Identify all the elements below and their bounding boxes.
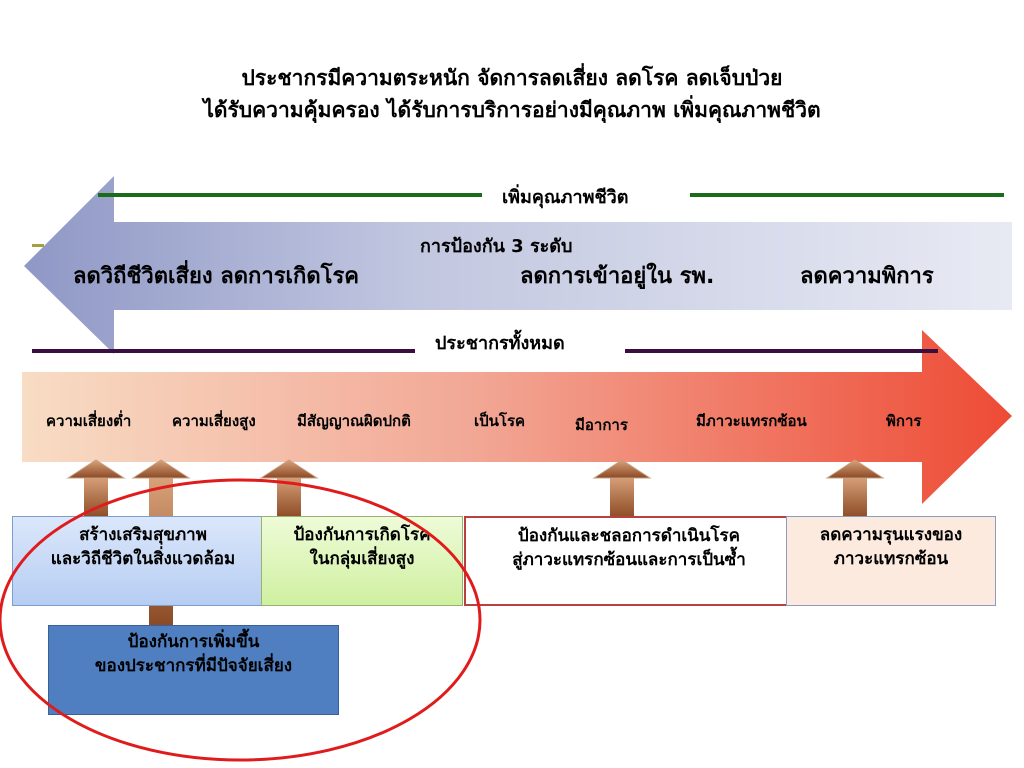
title-line-1: ประชากรมีความตระหนัก จัดการลดเสี่ยง ลดโร… bbox=[241, 66, 783, 90]
box-reduce-severity: ลดความรุนแรงของ ภาวะแทรกซ้อน bbox=[786, 516, 996, 606]
box-health-promotion: สร้างเสริมสุขภาพ และวิถีชีวิตในสิ่งแวดล้… bbox=[12, 516, 274, 606]
stage-disease: เป็นโรค bbox=[474, 412, 526, 430]
stage-complications: มีภาวะแทรกซ้อน bbox=[696, 412, 807, 430]
title-line-2: ได้รับความคุ้มครอง ได้รับการบริการอย่างม… bbox=[203, 98, 821, 122]
stage-low-risk: ความเสี่ยงต่ำ bbox=[46, 412, 132, 430]
up-arrow-3 bbox=[259, 459, 319, 518]
box-prevent-progression-line-2: สู่ภาวะแทรกซ้อนและการเป็นซ้ำ bbox=[512, 550, 746, 570]
quality-line-right bbox=[690, 193, 1004, 197]
population-line-right bbox=[625, 349, 938, 353]
box-prevent-progression-line-1: ป้องกันและชลอการดำเนินโรค bbox=[517, 526, 741, 546]
box-prevent-increase-line-1: ป้องกันการเพิ่มขึ้น bbox=[127, 632, 260, 652]
box-prevent-progression: ป้องกันและชลอการดำเนินโรค สู่ภาวะแทรกซ้อ… bbox=[464, 516, 794, 606]
box-health-promotion-line-1: สร้างเสริมสุขภาพ bbox=[79, 525, 207, 545]
prevention-heading: การป้องกัน 3 ระดับ bbox=[420, 236, 573, 257]
up-arrow-5 bbox=[825, 459, 885, 518]
population-line-left bbox=[32, 349, 415, 353]
box-reduce-severity-line-1: ลดความรุนแรงของ bbox=[819, 525, 963, 545]
quality-label: เพิ่มคุณภาพชีวิต bbox=[502, 187, 629, 208]
prevention-item-1: ลดวิถีชีวิตเสี่ยง ลดการเกิดโรค bbox=[73, 264, 359, 289]
stage-high-risk: ความเสี่ยงสูง bbox=[172, 412, 256, 430]
stage-symptoms: มีอาการ bbox=[575, 416, 628, 434]
box-health-promotion-line-2: และวิถีชีวิตในสิ่งแวดล้อม bbox=[50, 549, 236, 569]
box-prevent-increase: ป้องกันการเพิ่มขึ้น ของประชากรที่มีปัจจั… bbox=[48, 625, 339, 715]
stage-disability: พิการ bbox=[886, 412, 922, 430]
box-reduce-severity-line-2: ภาวะแทรกซ้อน bbox=[833, 549, 949, 569]
quality-line-left bbox=[98, 193, 482, 197]
box-prevent-high-risk: ป้องกันการเกิดโรค ในกลุ่มเสี่ยงสูง bbox=[261, 516, 463, 606]
box-prevent-high-risk-line-1: ป้องกันการเกิดโรค bbox=[293, 525, 431, 545]
stage-abnormal-sign: มีสัญญาณผิดปกติ bbox=[297, 412, 411, 430]
prevention-item-2: ลดการเข้าอยู่ใน รพ. bbox=[520, 264, 715, 289]
disease-progression-arrow bbox=[22, 330, 1012, 504]
prevention-item-3: ลดความพิการ bbox=[800, 264, 934, 289]
box-prevent-increase-line-2: ของประชากรที่มีปัจจัยเสี่ยง bbox=[94, 656, 293, 676]
box-prevent-high-risk-line-2: ในกลุ่มเสี่ยงสูง bbox=[309, 549, 415, 569]
up-arrow-1 bbox=[66, 459, 126, 518]
up-arrow-4 bbox=[592, 459, 652, 518]
population-label: ประชากรทั้งหมด bbox=[435, 333, 565, 354]
prevention-arrow bbox=[24, 176, 1012, 354]
